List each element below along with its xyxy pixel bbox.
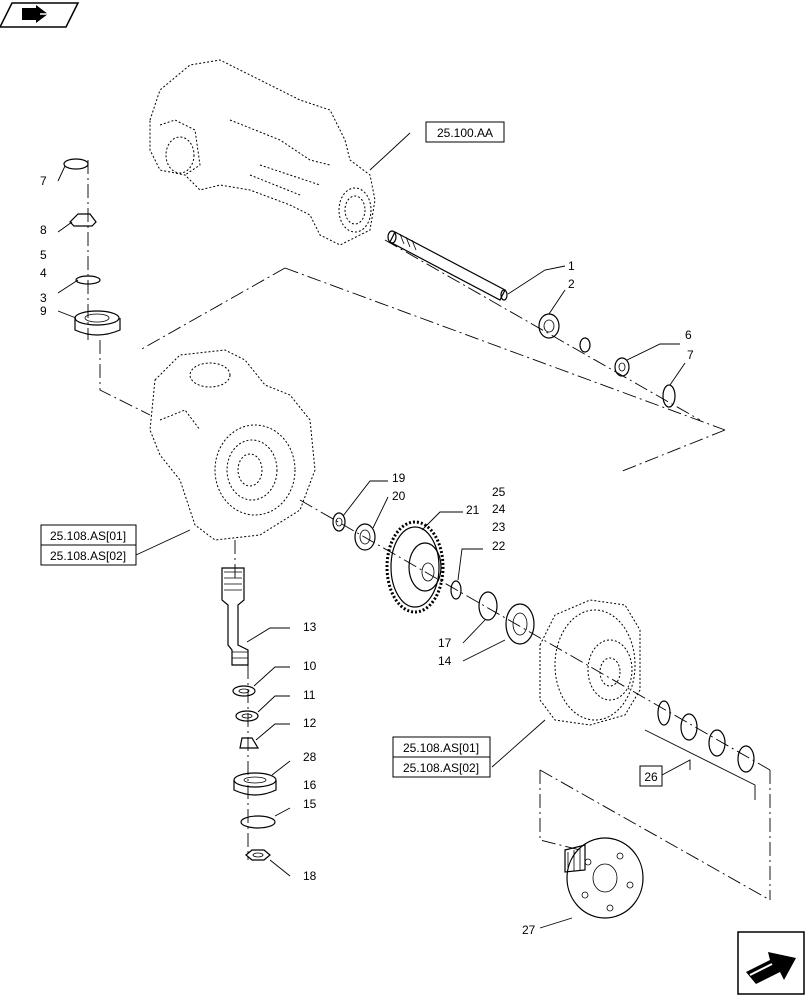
svg-text:26: 26 (644, 770, 658, 784)
bearing-14 (505, 603, 535, 645)
ref-box-top[interactable]: 25.100.AA (425, 121, 505, 143)
ring-7-right (662, 384, 676, 408)
callout-19: 19 (392, 471, 406, 485)
bearing-20 (354, 523, 376, 551)
callout-8: 8 (40, 223, 47, 237)
callout-16: 16 (303, 778, 317, 792)
pinion-shaft-13 (221, 567, 249, 666)
hub-cover (539, 599, 641, 726)
ref-box-middle[interactable]: 25.108.AS[01] 25.108.AS[02] (392, 736, 491, 778)
callout-3: 3 (40, 291, 47, 305)
gear-12 (239, 737, 260, 749)
callout-1: 1 (568, 259, 575, 273)
final-drive-housing (149, 349, 316, 541)
axle-shaft (387, 230, 508, 301)
washer-10 (232, 685, 256, 697)
leader-lines (57, 132, 756, 929)
callout-labels: 1 2 3 4 5 6 7 7 8 9 10 11 12 13 14 15 16… (40, 174, 694, 937)
axle-housing (149, 59, 376, 246)
bearing-9 (74, 310, 121, 336)
callout-12: 12 (303, 716, 317, 730)
callout-25: 25 (492, 485, 506, 499)
washer-11 (235, 710, 259, 722)
ref-mid-1: 25.108.AS[01] (403, 741, 479, 755)
callout-5: 5 (40, 248, 47, 262)
callout-4: 4 (40, 266, 47, 280)
callout-11: 11 (303, 688, 316, 702)
assembly-axis-lines (87, 160, 771, 901)
callout-14: 14 (438, 654, 452, 668)
callout-2: 2 (568, 277, 575, 291)
callout-7-right: 7 (687, 348, 694, 362)
nut-18 (245, 849, 271, 861)
callout-24: 24 (492, 502, 506, 516)
next-page-icon[interactable] (737, 931, 805, 995)
snap-ring-22 (450, 580, 462, 600)
callout-21: 21 (466, 503, 480, 517)
ref-left-2: 25.108.AS[02] (50, 549, 126, 563)
svg-text:25.100.AA: 25.100.AA (437, 126, 493, 140)
callout-9: 9 (40, 304, 47, 318)
callout-13: 13 (303, 620, 317, 634)
ref-mid-2: 25.108.AS[02] (403, 761, 479, 775)
gear-21 (385, 520, 445, 614)
washer-3 (75, 275, 101, 285)
callout-10: 10 (303, 659, 317, 673)
callout-18: 18 (303, 869, 317, 883)
ref-left-1: 25.108.AS[01] (50, 529, 126, 543)
pinion-8 (69, 213, 97, 227)
callout-17: 17 (438, 636, 452, 650)
seal-15 (240, 815, 276, 829)
ring-7-left (63, 158, 89, 170)
ring-17 (478, 591, 498, 621)
callout-7-left: 7 (40, 174, 47, 188)
bearing-2 (538, 313, 560, 339)
ring-set-26 (657, 700, 755, 773)
callout-23: 23 (492, 520, 506, 534)
callout-27: 27 (522, 923, 536, 937)
return-to-index-icon[interactable] (0, 2, 80, 28)
callout-15: 15 (303, 797, 317, 811)
callout-22: 22 (492, 539, 506, 553)
callout-6: 6 (685, 328, 692, 342)
ref-box-left[interactable]: 25.108.AS[01] 25.108.AS[02] (40, 524, 137, 566)
seal-19 (332, 512, 346, 532)
group-box-26: 26 (639, 765, 663, 787)
wheel-hub-27 (564, 837, 644, 919)
bearing-16 (233, 772, 277, 796)
callout-20: 20 (392, 489, 406, 503)
callout-28: 28 (303, 750, 317, 764)
gear-6 (614, 357, 630, 377)
snap-ring (579, 337, 591, 353)
